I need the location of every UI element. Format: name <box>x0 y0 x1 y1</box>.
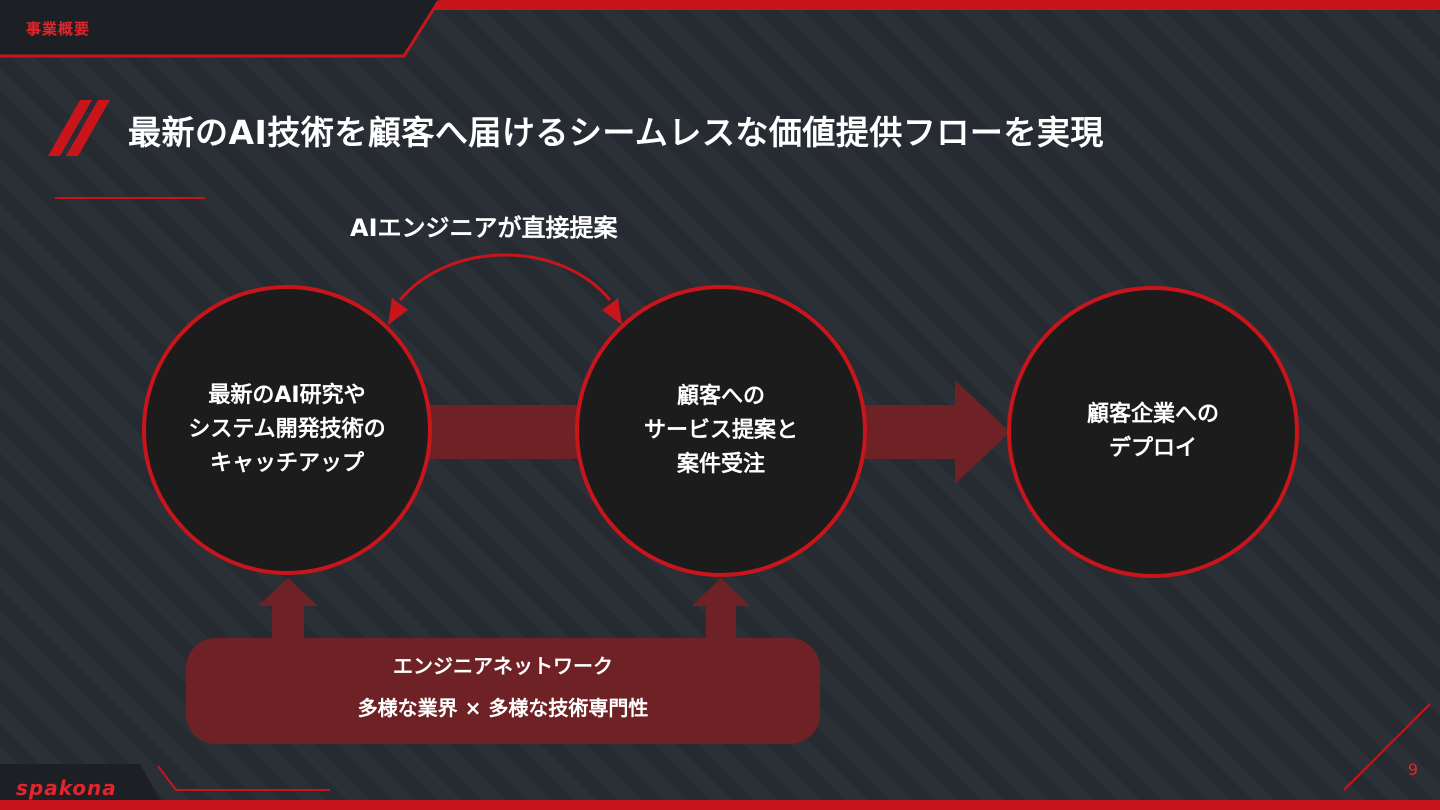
section-label: 事業概要 <box>26 20 91 38</box>
proposal-curve <box>398 253 612 301</box>
title-slashes-icon <box>48 100 110 156</box>
step-circle-1 <box>142 285 432 575</box>
step-2-text: 顧客への サービス提案と 案件受注 <box>643 384 798 477</box>
header-band <box>0 0 438 56</box>
footer-band <box>0 764 160 800</box>
network-subtitle: 多様な業界 × 多様な技術専門性 <box>357 696 649 720</box>
proposal-arrowhead-left <box>388 298 408 325</box>
up-arrow-2 <box>692 578 750 640</box>
footer-line <box>157 765 330 791</box>
network-box <box>186 638 820 744</box>
header-red-bar <box>434 0 1440 10</box>
company-logo: spakona <box>16 776 117 800</box>
proposal-label: AIエンジニアが直接提案 <box>350 214 618 242</box>
corner-line <box>1343 703 1431 791</box>
network-title: エンジニアネットワーク <box>393 654 613 678</box>
step-circle-3 <box>1007 286 1299 578</box>
proposal-arrowhead-right <box>602 298 622 325</box>
connector-bar-1 <box>420 405 590 459</box>
up-arrow-1 <box>258 578 318 640</box>
footer-red-bar <box>0 800 1440 810</box>
page-title: 最新のAI技術を顧客へ届けるシームレスな価値提供フローを実現 <box>128 113 1104 152</box>
connector-arrow-2 <box>855 380 1010 484</box>
page-number: 9 <box>1407 760 1418 779</box>
step-circle-2 <box>575 285 867 577</box>
step-1-text: 最新のAI研究や システム開発技術の キャッチアップ <box>188 383 386 476</box>
step-3-text: 顧客企業への デプロイ <box>1086 402 1219 461</box>
